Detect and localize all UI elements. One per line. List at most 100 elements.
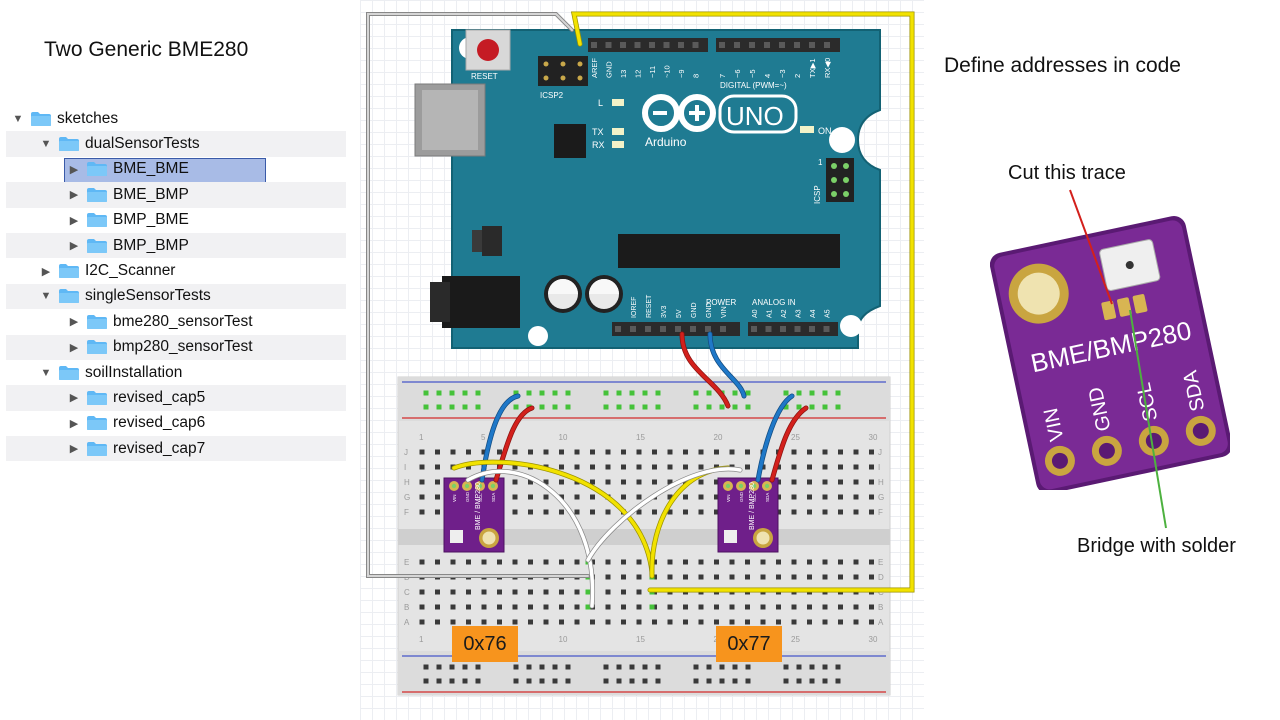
folder-icon (86, 187, 108, 203)
led-tx-label: TX (592, 127, 604, 137)
sensor-pin-label: VIN (452, 494, 457, 502)
tree-item-bmp-bmp[interactable]: ▶BMP_BMP (6, 232, 346, 259)
disclosure-collapsed-icon[interactable]: ▶ (69, 189, 79, 202)
analog-pin-label: A2 (781, 309, 788, 318)
column-number: 10 (559, 433, 568, 442)
arduino-logo: Arduino (642, 94, 716, 149)
header-pin-label: TX▶1 (808, 58, 817, 78)
tree-item-bmp280-sensortest[interactable]: ▶ bmp280_sensorTest (6, 334, 346, 360)
header-pin-label: 13 (619, 70, 628, 78)
sensor-label: BME / BMP280 (749, 482, 756, 530)
bridge-solder-callout: Bridge with solder (1077, 535, 1236, 557)
sensor-label: BME / BMP280 (475, 482, 482, 530)
tree-item-revised-cap7[interactable]: ▶revised_cap7 (6, 436, 346, 462)
address-badge-0x77: 0x77 (716, 626, 782, 662)
power-pin-label: 3V3 (661, 305, 668, 318)
header-pin-label: ~10 (663, 65, 672, 78)
tree-item-label: bmp280_sensorTest (113, 338, 253, 356)
cut-trace-callout: Cut this trace (1008, 162, 1126, 184)
folder-icon (86, 390, 108, 406)
folder-icon (86, 441, 108, 457)
folder-icon (30, 111, 52, 127)
row-letter: H (404, 478, 410, 487)
disclosure-collapsed-icon[interactable]: ▶ (69, 214, 79, 227)
disclosure-expanded-icon[interactable]: ▼ (12, 112, 24, 125)
disclosure-expanded-icon[interactable]: ▼ (40, 138, 52, 151)
analog-pin-label: A4 (810, 309, 817, 318)
icsp-pin-label: 1 (818, 158, 823, 167)
tree-item-revised-cap6[interactable]: ▶revised_cap6 (6, 411, 346, 436)
tree-item-bme-bme[interactable]: ▶ BME_BME (6, 157, 346, 187)
address-badge-0x76: 0x76 (452, 626, 518, 662)
tree-item-i2c-scanner[interactable]: ▶ I2C_Scanner (6, 258, 346, 283)
power-label: POWER (706, 298, 736, 307)
power-pin-label: VIN (721, 306, 728, 318)
header-pin-label: 12 (634, 70, 643, 78)
led-l-label: L (598, 98, 603, 108)
uno-label: UNO (726, 101, 784, 131)
tree-item-label: BME_BME (113, 160, 189, 178)
led-rx-label: RX (592, 140, 605, 150)
wires (366, 11, 915, 609)
header-pin-label: 2 (793, 74, 802, 78)
tree-item-bme280-sensortest[interactable]: ▶bme280_sensorTest (6, 309, 346, 334)
disclosure-collapsed-icon[interactable]: ▶ (69, 163, 79, 176)
disclosure-collapsed-icon[interactable]: ▶ (69, 240, 79, 253)
tree-item-sketches[interactable]: ▼ sketches (6, 106, 346, 131)
column-number: 30 (869, 635, 878, 644)
tree-item-revised-cap5[interactable]: ▶ revised_cap5 (6, 385, 346, 411)
disclosure-collapsed-icon[interactable]: ▶ (69, 443, 79, 456)
power-pin-label: RESET (646, 294, 653, 318)
sensor-pin-label: SDA (491, 493, 496, 502)
header-pin-label: ~3 (778, 69, 787, 78)
folder-icon (86, 238, 108, 254)
row-letter: J (404, 448, 408, 457)
tree-item-label: revised_cap5 (113, 388, 206, 406)
row-letter: H (878, 478, 884, 487)
sensor-pin-label: VIN (726, 494, 731, 502)
row-letter: D (878, 573, 884, 582)
row-letter: B (878, 603, 883, 612)
folder-icon (86, 212, 108, 228)
disclosure-expanded-icon[interactable]: ▼ (40, 366, 52, 379)
folder-icon (86, 314, 108, 330)
header-pin-label: AREF (590, 58, 599, 78)
column-number: 15 (636, 635, 645, 644)
tree-item-bmp-bme[interactable]: ▶BMP_BME (6, 208, 346, 233)
disclosure-collapsed-icon[interactable]: ▶ (69, 417, 79, 430)
disclosure-collapsed-icon[interactable]: ▶ (69, 341, 79, 354)
column-number: 25 (791, 635, 800, 644)
row-letter: F (878, 508, 883, 517)
tree-item-singlesensortests[interactable]: ▼ singleSensorTests (6, 283, 346, 310)
power-pin-label: 5V (676, 309, 683, 318)
disclosure-collapsed-icon[interactable]: ▶ (69, 316, 79, 329)
tree-item-soilinstallation[interactable]: ▼soilInstallation (6, 360, 346, 385)
tree-item-label: I2C_Scanner (85, 262, 176, 280)
tree-item-label: BME_BMP (113, 185, 189, 203)
tree-item-bme-bmp[interactable]: ▶ BME_BMP (6, 182, 346, 208)
file-tree[interactable]: ▼ sketches ▼dualSensorTests ▶ BME_BME ▶ BME_BM… (6, 106, 346, 462)
addresses-note: Define addresses in code (944, 54, 1181, 77)
tree-item-label: singleSensorTests (85, 287, 211, 305)
disclosure-expanded-icon[interactable]: ▼ (40, 290, 52, 303)
row-letter: C (404, 588, 410, 597)
tree-item-label: sketches (57, 109, 119, 127)
tree-item-dualsensortests[interactable]: ▼dualSensorTests (6, 131, 346, 157)
disclosure-collapsed-icon[interactable]: ▶ (41, 265, 51, 278)
sensor-pin-label: GND (465, 491, 470, 502)
folder-icon (58, 365, 80, 381)
power-pin-label: IOREF (631, 297, 638, 318)
row-letter: E (404, 558, 409, 567)
header-pin-label: ~5 (748, 69, 757, 78)
header-pin-label: ~6 (733, 69, 742, 78)
disclosure-collapsed-icon[interactable]: ▶ (69, 392, 79, 405)
folder-icon (86, 415, 108, 431)
sensor-pin-label: SCL (478, 493, 483, 502)
column-number: 30 (869, 433, 878, 442)
sensor-pin-label: SDA (765, 493, 770, 502)
analog-pin-label: A5 (825, 309, 832, 318)
power-pin-label: GND (706, 302, 713, 318)
slide-title: Two Generic BME280 (44, 38, 249, 61)
